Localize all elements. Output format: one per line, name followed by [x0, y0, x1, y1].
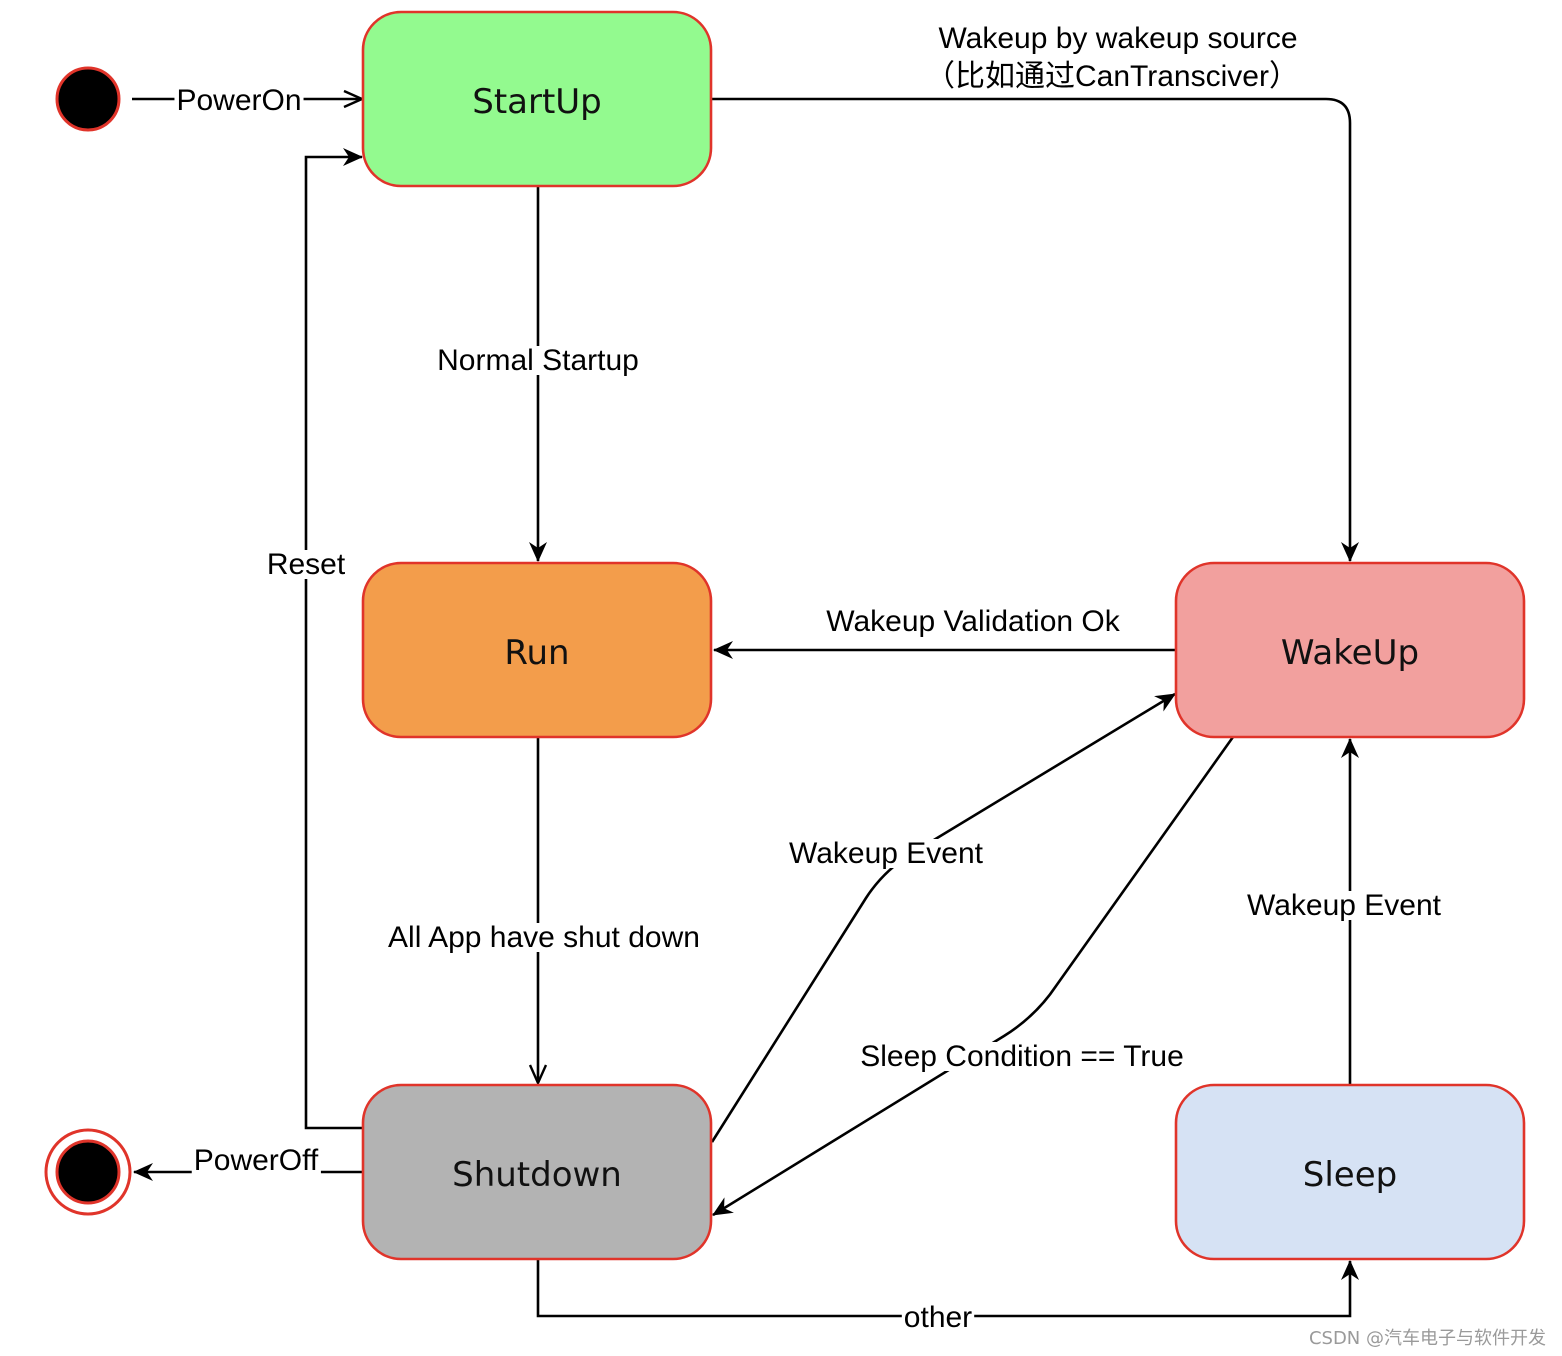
svg-text:Wakeup Event: Wakeup Event: [789, 837, 984, 870]
state-run-label: Run: [504, 633, 569, 673]
state-wakeup-label: WakeUp: [1281, 633, 1419, 673]
state-startup-label: StartUp: [472, 82, 602, 122]
svg-text:PowerOn: PowerOn: [176, 84, 301, 117]
edge-wakeup-by-source: [712, 97, 1359, 562]
state-run[interactable]: Run: [361, 561, 713, 739]
label-power-on: PowerOn: [174, 84, 304, 117]
label-wakeup-event-from-sleep: Wakeup Event: [1245, 889, 1444, 922]
label-wakeup-validation-ok: Wakeup Validation Ok: [824, 605, 1123, 638]
edge-sleep-condition: [712, 736, 1235, 1217]
state-shutdown-label: Shutdown: [452, 1155, 622, 1195]
edge-reset: [304, 148, 363, 1130]
state-wakeup[interactable]: WakeUp: [1174, 561, 1526, 739]
label-sleep-condition: Sleep Condition == True: [858, 1040, 1186, 1073]
svg-text:Wakeup Validation Ok: Wakeup Validation Ok: [826, 605, 1120, 638]
svg-text:PowerOff: PowerOff: [194, 1144, 319, 1177]
label-all-app-shut-down: All App have shut down: [386, 921, 702, 954]
label-power-off: PowerOff: [191, 1144, 321, 1177]
svg-text:Reset: Reset: [267, 548, 346, 581]
final-state-core: [55, 1139, 121, 1205]
state-startup[interactable]: StartUp: [361, 10, 713, 188]
state-shutdown[interactable]: Shutdown: [361, 1083, 713, 1261]
state-sleep-label: Sleep: [1303, 1155, 1397, 1195]
svg-text:Normal Startup: Normal Startup: [437, 344, 639, 377]
svg-text:（比如通过CanTransciver）: （比如通过CanTransciver）: [925, 60, 1299, 93]
label-normal-startup: Normal Startup: [435, 344, 641, 377]
initial-state: [55, 66, 121, 132]
svg-text:other: other: [904, 1301, 972, 1334]
svg-text:Sleep Condition == True: Sleep Condition == True: [860, 1040, 1184, 1073]
svg-text:All App have shut down: All App have shut down: [388, 921, 700, 954]
label-reset: Reset: [264, 548, 348, 581]
label-wakeup-by-source-line2: （比如通过CanTransciver）: [923, 60, 1301, 93]
watermark: CSDN @汽车电子与软件开发: [1309, 1328, 1546, 1349]
svg-text:Wakeup by wakeup source: Wakeup by wakeup source: [938, 22, 1297, 55]
state-sleep[interactable]: Sleep: [1174, 1083, 1526, 1261]
label-wakeup-by-source-line1: Wakeup by wakeup source: [936, 22, 1300, 55]
label-wakeup-event-from-shutdown: Wakeup Event: [787, 837, 986, 870]
svg-text:Wakeup Event: Wakeup Event: [1247, 889, 1442, 922]
label-other: other: [901, 1301, 975, 1334]
